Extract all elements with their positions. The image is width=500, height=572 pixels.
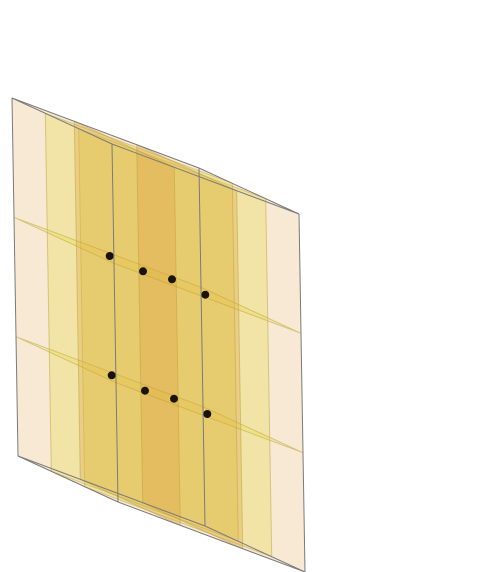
cube-edge — [111, 143, 119, 503]
intersection-point — [170, 394, 178, 403]
cube-back-faces — [12, 98, 305, 572]
cube-face-back-left — [12, 98, 205, 526]
cube-edge — [11, 97, 113, 145]
intersection-point — [168, 275, 176, 284]
intersection-point — [139, 267, 147, 276]
cube-face-back-right — [199, 168, 305, 572]
plane-v-2 — [136, 143, 244, 550]
cube-front-edges — [11, 97, 306, 572]
cube-edge — [198, 167, 300, 215]
cube-edge — [204, 525, 306, 572]
cube-edge — [17, 455, 206, 527]
intersection-point — [141, 386, 149, 395]
cube-edge — [198, 167, 206, 527]
cube-edge — [17, 455, 119, 503]
cube-edge — [11, 97, 200, 169]
cube-face-bottom — [18, 456, 305, 572]
cube-edge — [11, 97, 19, 457]
intersection-points — [105, 252, 212, 418]
intersection-point — [105, 252, 114, 260]
intersection-point — [201, 290, 210, 299]
intersection-point — [203, 410, 212, 418]
intersection-point — [107, 371, 116, 380]
cube-edge — [298, 213, 306, 572]
cube-edge — [117, 501, 306, 572]
cube-edge — [111, 143, 300, 215]
slice-planes — [13, 112, 304, 558]
